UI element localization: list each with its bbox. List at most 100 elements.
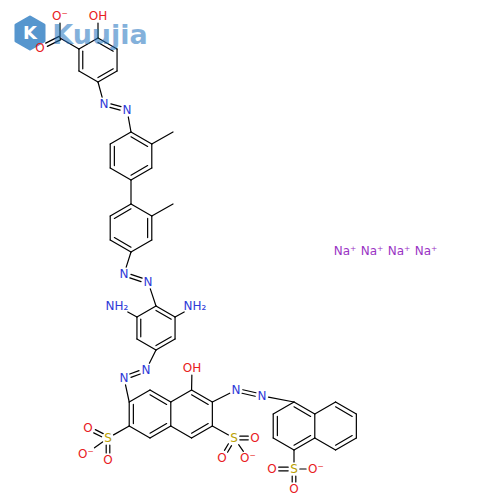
- bond-line: [109, 445, 110, 453]
- bond-line: [150, 424, 167, 434]
- bond-line: [268, 397, 294, 402]
- bond-line: [130, 180, 131, 204]
- bond-line: [191, 375, 192, 390]
- bond-line: [295, 476, 296, 482]
- bond-line: [171, 426, 192, 438]
- bond-line: [151, 144, 152, 168]
- bond-line: [174, 317, 175, 339]
- bond-line: [111, 104, 121, 107]
- counter-ion: Na⁺: [415, 245, 438, 257]
- bond-line: [277, 416, 278, 435]
- bond-line: [79, 71, 98, 82]
- atom-label: S: [230, 432, 238, 444]
- bond-line: [114, 209, 131, 219]
- bond-line: [294, 436, 311, 446]
- atom-label: N: [258, 390, 267, 402]
- atom-label: O: [35, 42, 44, 54]
- atom-label: N: [120, 372, 129, 384]
- atom-label: N: [142, 364, 151, 376]
- bond-line: [336, 436, 353, 446]
- bond-line: [110, 132, 131, 144]
- bond-line: [110, 107, 120, 110]
- bond-line: [114, 426, 130, 435]
- atom-label: O: [289, 483, 298, 495]
- bond-line: [273, 402, 294, 414]
- bond-line: [314, 414, 315, 438]
- atom-label: S: [104, 432, 112, 444]
- bond-line: [294, 407, 311, 417]
- bond-line: [131, 204, 152, 216]
- atom-label: N: [123, 104, 132, 116]
- bond-line: [192, 424, 209, 434]
- bond-line: [110, 144, 111, 168]
- bond-line: [273, 414, 274, 438]
- bond-line: [279, 467, 288, 468]
- bond-line: [228, 446, 232, 453]
- bond-line: [273, 438, 294, 450]
- bond-line: [156, 337, 171, 346]
- bond-line: [129, 390, 150, 402]
- atom-label: O: [217, 452, 226, 464]
- bond-line: [240, 439, 248, 440]
- bond-line: [170, 402, 171, 426]
- bond-line: [136, 317, 137, 339]
- bond-line: [240, 436, 248, 437]
- bond-line: [243, 390, 256, 393]
- bond-line: [152, 132, 173, 144]
- bond-line: [147, 218, 148, 237]
- bond-line: [140, 319, 141, 337]
- bond-line: [192, 395, 209, 405]
- bond-line: [94, 433, 102, 437]
- atom-label: OH: [183, 362, 201, 374]
- bond-line: [133, 404, 134, 423]
- bond-line: [315, 438, 336, 450]
- bond-line: [242, 393, 255, 396]
- bond-line: [114, 146, 115, 165]
- bond-line: [129, 402, 130, 426]
- atom-label: N: [120, 268, 129, 280]
- bond-line: [293, 450, 294, 462]
- bond-line: [171, 390, 192, 402]
- bond-line: [128, 117, 131, 132]
- bond-line: [82, 51, 83, 69]
- bond-line: [128, 312, 137, 317]
- bond-line: [151, 216, 152, 240]
- bond-line: [212, 426, 228, 435]
- atom-label: S: [290, 463, 298, 475]
- bond-line: [152, 204, 173, 216]
- bond-line: [110, 168, 131, 180]
- atom-label: O: [250, 432, 259, 444]
- atom-label: NH₂: [184, 300, 207, 312]
- atom-label: O: [267, 463, 276, 475]
- bond-line: [131, 274, 142, 278]
- logo-letter: K: [23, 24, 37, 42]
- bond-line: [106, 445, 107, 453]
- bond-line: [116, 49, 117, 71]
- bond-line: [356, 414, 357, 438]
- bond-line: [98, 82, 102, 97]
- counter-ion: Na⁺: [334, 245, 357, 257]
- bond-line: [224, 444, 228, 451]
- bond-line: [156, 310, 171, 319]
- atom-label: N: [100, 98, 109, 110]
- bond-line: [126, 385, 130, 402]
- counter-ion: Na⁺: [388, 245, 411, 257]
- atom-label: N: [232, 384, 241, 396]
- atom-label: O: [83, 422, 92, 434]
- bond-line: [78, 49, 79, 71]
- bond-line: [336, 407, 353, 417]
- bond-line: [126, 252, 131, 267]
- bond-line: [130, 278, 141, 282]
- bond-line: [130, 371, 139, 374]
- watermark-text: Kuujia: [52, 21, 148, 48]
- bond-line: [129, 426, 150, 438]
- bond-line: [150, 395, 167, 405]
- bond-line: [110, 216, 111, 240]
- bond-line: [98, 69, 113, 78]
- bond-line: [131, 166, 148, 176]
- atom-label: O: [103, 454, 112, 466]
- bond-line: [137, 306, 156, 317]
- bond-line: [175, 312, 184, 317]
